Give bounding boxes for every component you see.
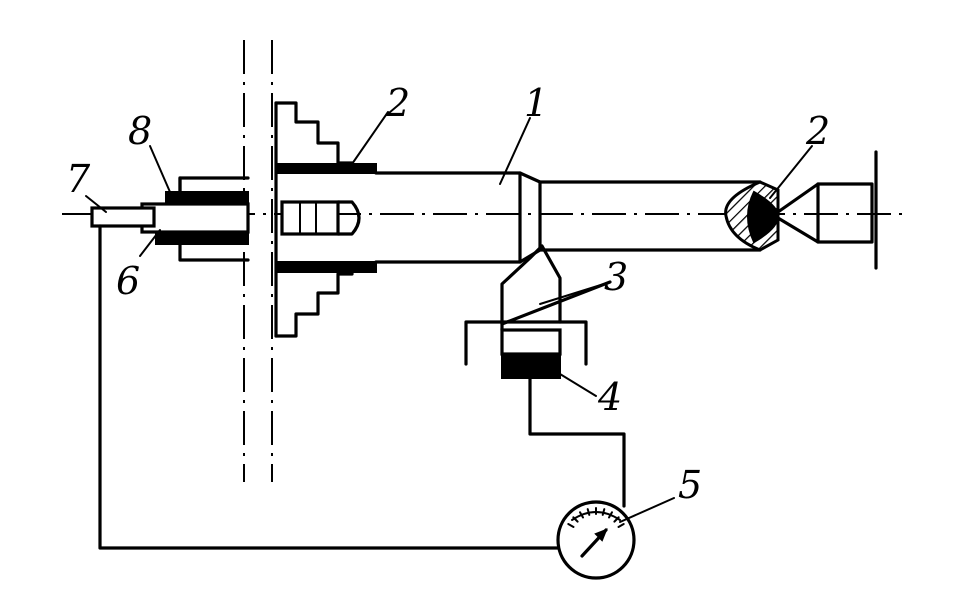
label-7: 7: [66, 157, 91, 201]
gauge-tick: [608, 511, 613, 519]
contact-rod: [90, 206, 156, 228]
gauge-tick: [567, 523, 575, 528]
galvanometer: [556, 500, 636, 580]
gauge-tick: [586, 508, 591, 516]
leader-lines: [85, 111, 813, 523]
insulating-pad-base: [501, 353, 561, 379]
label-2-right: 2: [806, 109, 831, 153]
gauge-tick: [579, 511, 584, 519]
chuck-jaw-bottom: [274, 264, 354, 338]
chuck-jaw-top: [274, 101, 354, 172]
label-4: 4: [598, 375, 623, 419]
label-8: 8: [128, 109, 153, 153]
label-5: 5: [678, 463, 703, 507]
gauge-tick: [572, 516, 579, 523]
workpiece: [374, 171, 762, 264]
gauge-tick: [601, 508, 606, 516]
gauge-tick: [617, 523, 625, 528]
label-2-top: 2: [386, 81, 411, 125]
insulation-top: [275, 163, 377, 174]
brush-bottom: [155, 233, 249, 245]
spindle-tip-cap: [336, 200, 361, 236]
spindle-tip: [280, 200, 340, 236]
tool-holder: [464, 320, 588, 366]
insulation-bottom: [275, 261, 377, 273]
tailstock-center: [776, 182, 874, 244]
cutting-tool: [500, 244, 562, 332]
slip-ring: [140, 202, 250, 234]
insulating-pad: [500, 328, 562, 356]
circuit-wire-left: [98, 224, 562, 550]
brush-top: [165, 191, 249, 203]
gauge-tick: [613, 516, 620, 523]
label-6: 6: [116, 259, 141, 303]
tool-tip-core: [747, 190, 780, 244]
label-3: 3: [604, 255, 629, 299]
circuit-wire-right: [528, 376, 626, 508]
label-1: 1: [524, 81, 549, 125]
